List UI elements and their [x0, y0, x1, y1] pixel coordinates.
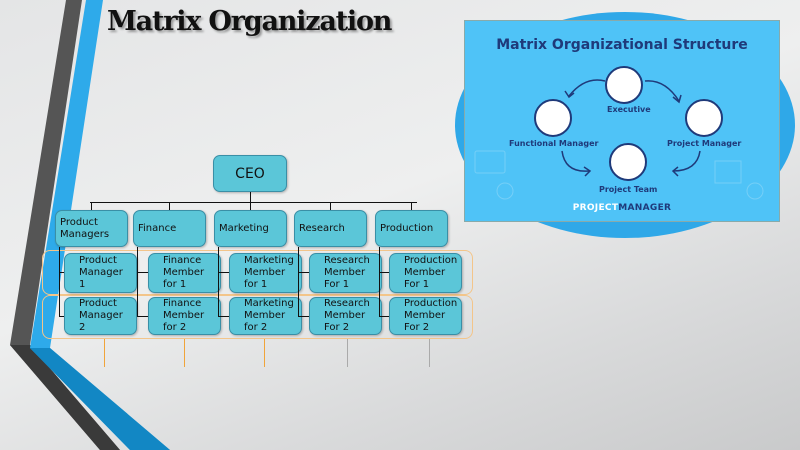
- brand-part-b: MANAGER: [618, 203, 672, 213]
- row-group-1: [42, 250, 473, 295]
- guide-line: [264, 339, 265, 367]
- guide-line: [104, 339, 105, 367]
- project-team-label: Project Team: [599, 185, 658, 194]
- department-box-label: Production: [380, 222, 434, 234]
- functional-manager-icon: [534, 99, 572, 137]
- connector: [59, 272, 64, 273]
- brand-logo: PROJECTMANAGER: [465, 203, 779, 213]
- department-box-label: Research: [299, 222, 345, 234]
- project-manager-label: Project Manager: [667, 139, 742, 148]
- connector: [379, 316, 389, 317]
- member-box-row1-label: Production Member For 1: [404, 255, 458, 290]
- matrix-structure-image: Matrix Organizational Structure Executiv…: [464, 20, 780, 222]
- connector: [250, 202, 251, 210]
- connector: [137, 272, 148, 273]
- department-box-label: Marketing: [219, 222, 269, 234]
- member-box-row2: Production Member For 2: [389, 297, 462, 335]
- connector: [330, 202, 331, 210]
- executive-icon: [605, 66, 643, 104]
- department-box: Production: [375, 210, 448, 247]
- member-box-row2: Finance Member for 2: [148, 297, 221, 335]
- member-box-row1: Marketing Member for 1: [229, 253, 302, 293]
- guide-line: [347, 339, 348, 367]
- connector: [137, 316, 148, 317]
- project-team-icon: [609, 143, 647, 181]
- member-box-row1: Research Member For 1: [309, 253, 382, 293]
- member-box-row1-label: Product Manager 1: [79, 255, 123, 290]
- department-box: Marketing: [214, 210, 287, 247]
- connector: [250, 192, 251, 202]
- connector: [59, 316, 64, 317]
- image-title: Matrix Organizational Structure: [496, 37, 748, 53]
- ceo-box: CEO: [213, 155, 287, 192]
- member-box-row1-label: Marketing Member for 1: [244, 255, 294, 290]
- member-box-row1-label: Research Member For 1: [324, 255, 370, 290]
- connector: [218, 316, 229, 317]
- connector: [298, 316, 309, 317]
- member-box-row2: Product Manager 2: [64, 297, 137, 335]
- functional-manager-label: Functional Manager: [509, 139, 599, 148]
- department-box: Finance: [133, 210, 206, 247]
- connector: [379, 247, 380, 316]
- row-group-2: [42, 295, 473, 339]
- member-box-row1-label: Finance Member for 1: [163, 255, 205, 290]
- department-box-label: Product Managers: [60, 216, 110, 240]
- connector: [298, 247, 299, 316]
- department-box: Research: [294, 210, 367, 247]
- brand-part-a: PROJECT: [572, 203, 619, 213]
- arrows-graphic: [474, 79, 764, 200]
- member-box-row1: Finance Member for 1: [148, 253, 221, 293]
- executive-label: Executive: [607, 105, 651, 114]
- connector: [411, 202, 412, 210]
- connector: [90, 202, 417, 203]
- member-box-row2-label: Product Manager 2: [79, 298, 123, 333]
- member-box-row2-label: Research Member For 2: [324, 298, 370, 333]
- member-box-row2: Marketing Member for 2: [229, 297, 302, 335]
- connector: [298, 272, 309, 273]
- project-manager-icon: [685, 99, 723, 137]
- member-box-row1: Production Member For 1: [389, 253, 462, 293]
- connector: [137, 247, 138, 316]
- member-box-row2-label: Production Member For 2: [404, 298, 458, 333]
- connector: [59, 247, 60, 316]
- connector: [218, 272, 229, 273]
- department-box: Product Managers: [55, 210, 128, 247]
- member-box-row2-label: Finance Member for 2: [163, 298, 205, 333]
- guide-line: [184, 339, 185, 367]
- connector: [379, 272, 389, 273]
- department-box-label: Finance: [138, 222, 177, 234]
- guide-line: [429, 339, 430, 367]
- connector: [91, 202, 92, 210]
- member-box-row2: Research Member For 2: [309, 297, 382, 335]
- member-box-row2-label: Marketing Member for 2: [244, 298, 294, 333]
- slide-title: Matrix Organization: [107, 6, 392, 37]
- connector: [218, 247, 219, 316]
- connector: [169, 202, 170, 210]
- member-box-row1: Product Manager 1: [64, 253, 137, 293]
- ceo-label: CEO: [235, 165, 265, 182]
